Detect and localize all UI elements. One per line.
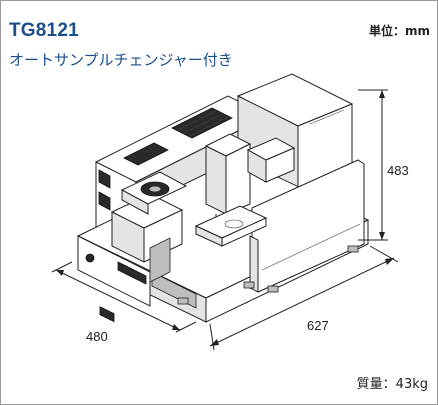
lower-cabinet xyxy=(249,159,365,293)
weight-label: 質量：43kg xyxy=(356,377,428,392)
autosampler xyxy=(110,171,188,283)
width-dimension xyxy=(51,261,197,333)
rear-vent-grille xyxy=(123,107,233,166)
feet xyxy=(177,245,359,305)
sample-arm xyxy=(204,133,296,238)
height-dimension xyxy=(358,89,388,241)
unit-label: 単位：mm xyxy=(368,24,430,38)
depth-dimension xyxy=(209,245,399,351)
width-value: 480 xyxy=(86,329,108,344)
depth-value: 627 xyxy=(307,318,329,333)
model-description: オートサンプルチェンジャー付き xyxy=(9,51,233,69)
side-vents xyxy=(98,169,111,211)
height-value: 483 xyxy=(387,163,409,178)
model-title: TG8121 xyxy=(9,20,79,41)
sample-tray xyxy=(194,205,268,247)
